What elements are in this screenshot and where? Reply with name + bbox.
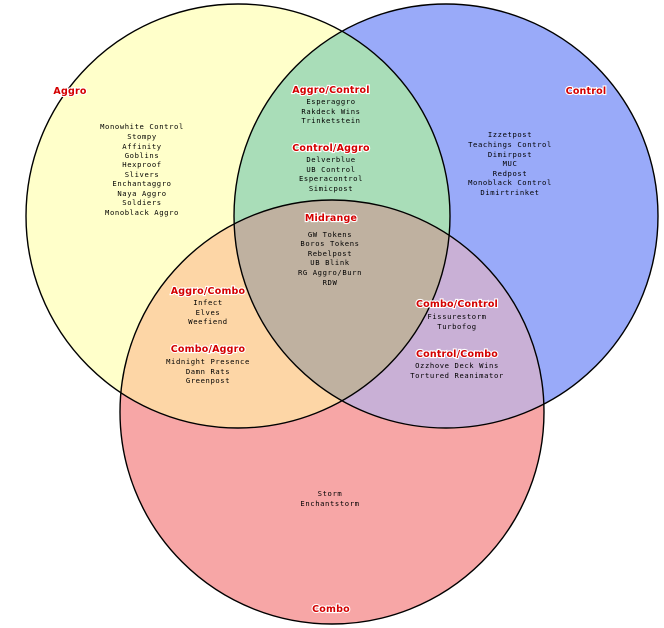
list-item: Storm	[318, 489, 343, 498]
control-heading: Control	[566, 86, 607, 97]
control-list: Izzetpost Teachings Control Dimirpost MU…	[468, 130, 552, 197]
list-item: Enchantaggro	[112, 179, 171, 188]
list-item: Trinketstein	[301, 116, 360, 125]
list-item: Monoblack Control	[468, 178, 552, 187]
list-item: Midnight Presence	[166, 357, 250, 366]
list-item: RDW	[323, 278, 338, 287]
aggro-list: Monowhite Control Stompy Affinity Goblin…	[100, 122, 184, 217]
combo-list: Storm Enchantstorm	[300, 489, 359, 508]
list-item: Naya Aggro	[117, 189, 166, 198]
aggro-combo-heading: Aggro/Combo	[171, 286, 246, 297]
list-item: Hexproof	[122, 160, 161, 169]
list-item: Tortured Reanimator	[410, 371, 504, 380]
list-item: Esperacontrol	[299, 174, 363, 183]
control-combo-heading: Control/Combo	[416, 349, 498, 360]
list-item: Soldiers	[122, 198, 161, 207]
list-item: Monowhite Control	[100, 122, 184, 131]
list-item: Teachings Control	[468, 140, 552, 149]
list-item: Redpost	[493, 169, 528, 178]
list-item: UB Blink	[310, 258, 349, 267]
list-item: Rakdeck Wins	[301, 107, 360, 116]
control-aggro-heading: Control/Aggro	[292, 143, 370, 154]
aggro-outline	[25, 3, 451, 429]
list-item: Infect	[193, 298, 223, 307]
list-item: Goblins	[125, 151, 160, 160]
control-outline	[233, 3, 659, 429]
list-item: Ozzhove Deck Wins	[415, 361, 499, 370]
list-item: Simicpost	[309, 184, 353, 193]
list-item: Affinity	[122, 142, 161, 151]
list-item: Delverblue	[306, 155, 355, 164]
combo-control-heading: Combo/Control	[416, 299, 498, 310]
list-item: Enchantstorm	[300, 499, 359, 508]
list-item: Elves	[196, 308, 221, 317]
combo-heading: Combo	[312, 604, 350, 615]
combo-outline	[119, 199, 545, 625]
combo-aggro-heading: Combo/Aggro	[171, 344, 246, 355]
list-item: Weefiend	[188, 317, 227, 326]
list-item: Stompy	[127, 132, 157, 141]
list-item: Esperaggro	[306, 97, 355, 106]
list-item: Dimirtrinket	[480, 188, 539, 197]
list-item: UB Control	[306, 165, 355, 174]
list-item: Monoblack Aggro	[105, 208, 179, 217]
list-item: Dimirpost	[488, 150, 532, 159]
list-item: Damn Rats	[186, 367, 230, 376]
list-item: Greenpost	[186, 376, 230, 385]
list-item: Turbofog	[437, 322, 476, 331]
list-item: Rebelpost	[308, 249, 352, 258]
aggro-control-heading: Aggro/Control	[292, 85, 370, 96]
aggro-heading: Aggro	[53, 86, 86, 97]
list-item: MUC	[503, 159, 518, 168]
list-item: Izzetpost	[488, 130, 532, 139]
list-item: Boros Tokens	[300, 239, 359, 248]
list-item: GW Tokens	[308, 230, 352, 239]
midrange-heading: Midrange	[305, 213, 357, 224]
list-item: RG Aggro/Burn	[298, 268, 362, 277]
list-item: Fissurestorm	[427, 312, 486, 321]
list-item: Slivers	[125, 170, 160, 179]
